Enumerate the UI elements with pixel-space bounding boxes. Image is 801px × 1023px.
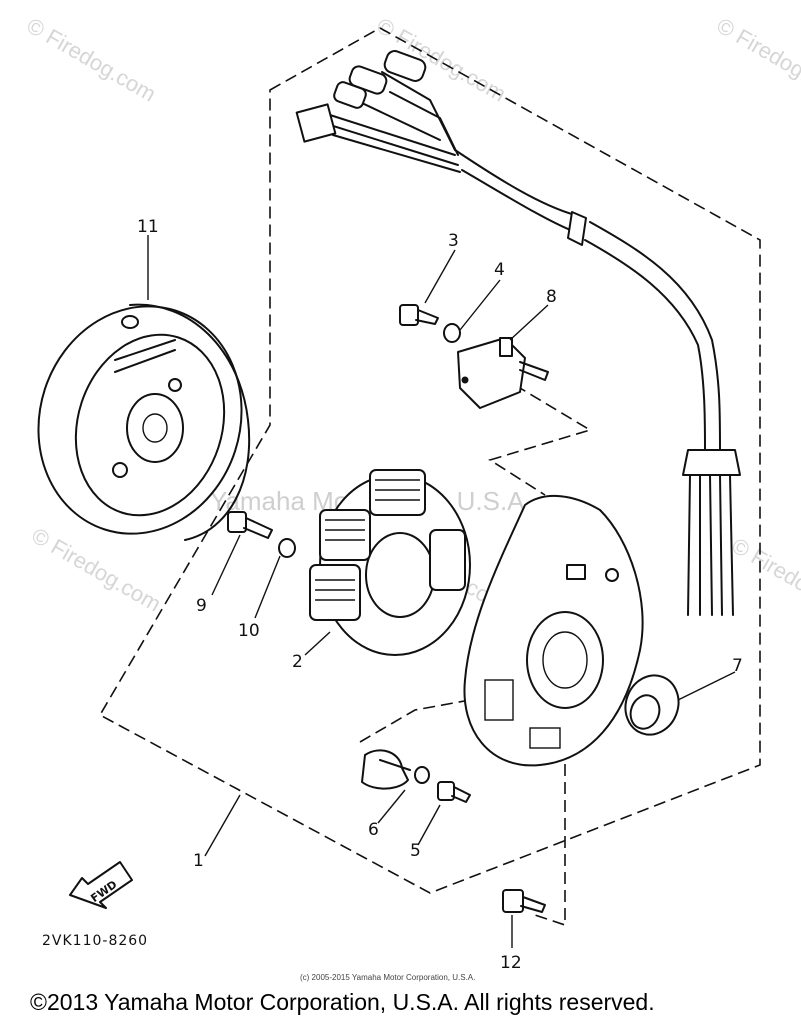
neutral-switch bbox=[457, 337, 549, 409]
footer-copyright: ©2013 Yamaha Motor Corporation, U.S.A. A… bbox=[30, 989, 655, 1015]
bolt-12 bbox=[502, 889, 546, 913]
callout-1: 1 bbox=[193, 851, 204, 871]
clamp-6 bbox=[361, 749, 430, 790]
watermark: © Firedog.com bbox=[713, 13, 801, 107]
watermark: © Firedog.com bbox=[728, 533, 801, 627]
callout-labels: 11 3 4 8 9 10 2 7 1 6 5 12 bbox=[137, 217, 743, 973]
small-copyright: (c) 2005-2015 Yamaha Motor Corporation, … bbox=[300, 973, 475, 982]
callout-10: 10 bbox=[238, 621, 260, 641]
washer-4 bbox=[443, 323, 461, 343]
oil-seal-7 bbox=[624, 674, 680, 736]
wire-harness bbox=[295, 50, 741, 616]
flywheel bbox=[37, 303, 251, 541]
callout-9: 9 bbox=[196, 596, 207, 616]
wiring-route-line bbox=[488, 384, 592, 496]
watermark: © Firedog.com bbox=[23, 13, 161, 107]
screw-5 bbox=[437, 781, 471, 803]
callout-5: 5 bbox=[410, 841, 421, 861]
callout-3: 3 bbox=[448, 231, 459, 251]
stator-base-plate bbox=[463, 494, 644, 767]
stator bbox=[309, 469, 471, 656]
callout-8: 8 bbox=[546, 287, 557, 307]
callout-7: 7 bbox=[732, 656, 743, 676]
leader-lines bbox=[147, 235, 736, 948]
screw-9 bbox=[227, 511, 273, 539]
washer-10 bbox=[278, 538, 296, 558]
callout-11: 11 bbox=[137, 217, 159, 237]
assembly-outline bbox=[98, 27, 761, 894]
callout-4: 4 bbox=[494, 260, 505, 280]
clamp-route-line bbox=[359, 699, 471, 743]
bolt-3 bbox=[399, 304, 439, 326]
callout-2: 2 bbox=[292, 652, 303, 672]
diagram-code: 2VK110-8260 bbox=[42, 933, 148, 949]
callout-12: 12 bbox=[500, 953, 522, 973]
callout-6: 6 bbox=[368, 820, 379, 840]
bolt-route-line bbox=[534, 710, 566, 927]
fwd-arrow-icon: FWD bbox=[69, 861, 133, 909]
watermark: © Firedog.com bbox=[28, 523, 166, 617]
